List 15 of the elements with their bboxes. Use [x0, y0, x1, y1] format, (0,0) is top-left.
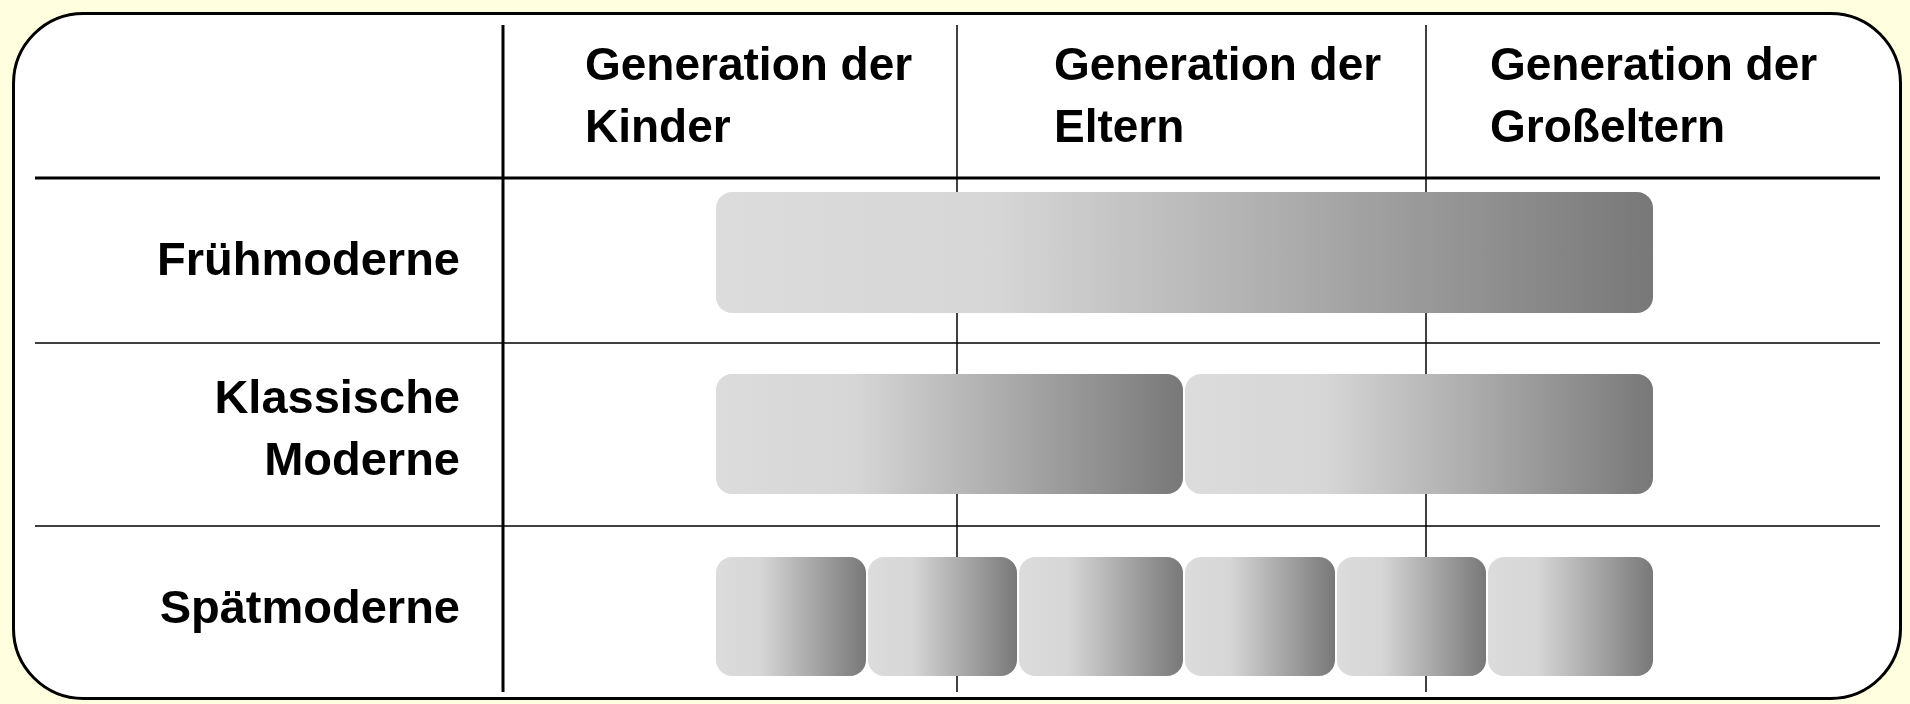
- column-header: Generation der Großeltern: [1490, 37, 1819, 154]
- row-header: Spätmoderne: [158, 579, 460, 635]
- gradient-bar: [716, 374, 1183, 494]
- gradient-bar: [1019, 557, 1183, 676]
- gradient-bar: [1185, 374, 1653, 494]
- gradient-bar: [716, 192, 1653, 313]
- gradient-bar: [716, 557, 866, 676]
- gradient-bar: [1337, 557, 1486, 676]
- gradient-bar: [1185, 557, 1335, 676]
- column-header: Generation der Kinder: [585, 37, 914, 154]
- gradient-bar: [1488, 557, 1653, 676]
- row-header: Frühmoderne: [156, 231, 460, 287]
- gradient-bar: [868, 557, 1017, 676]
- row-header: Klassische Moderne: [213, 369, 460, 487]
- column-header: Generation der Eltern: [1054, 37, 1383, 154]
